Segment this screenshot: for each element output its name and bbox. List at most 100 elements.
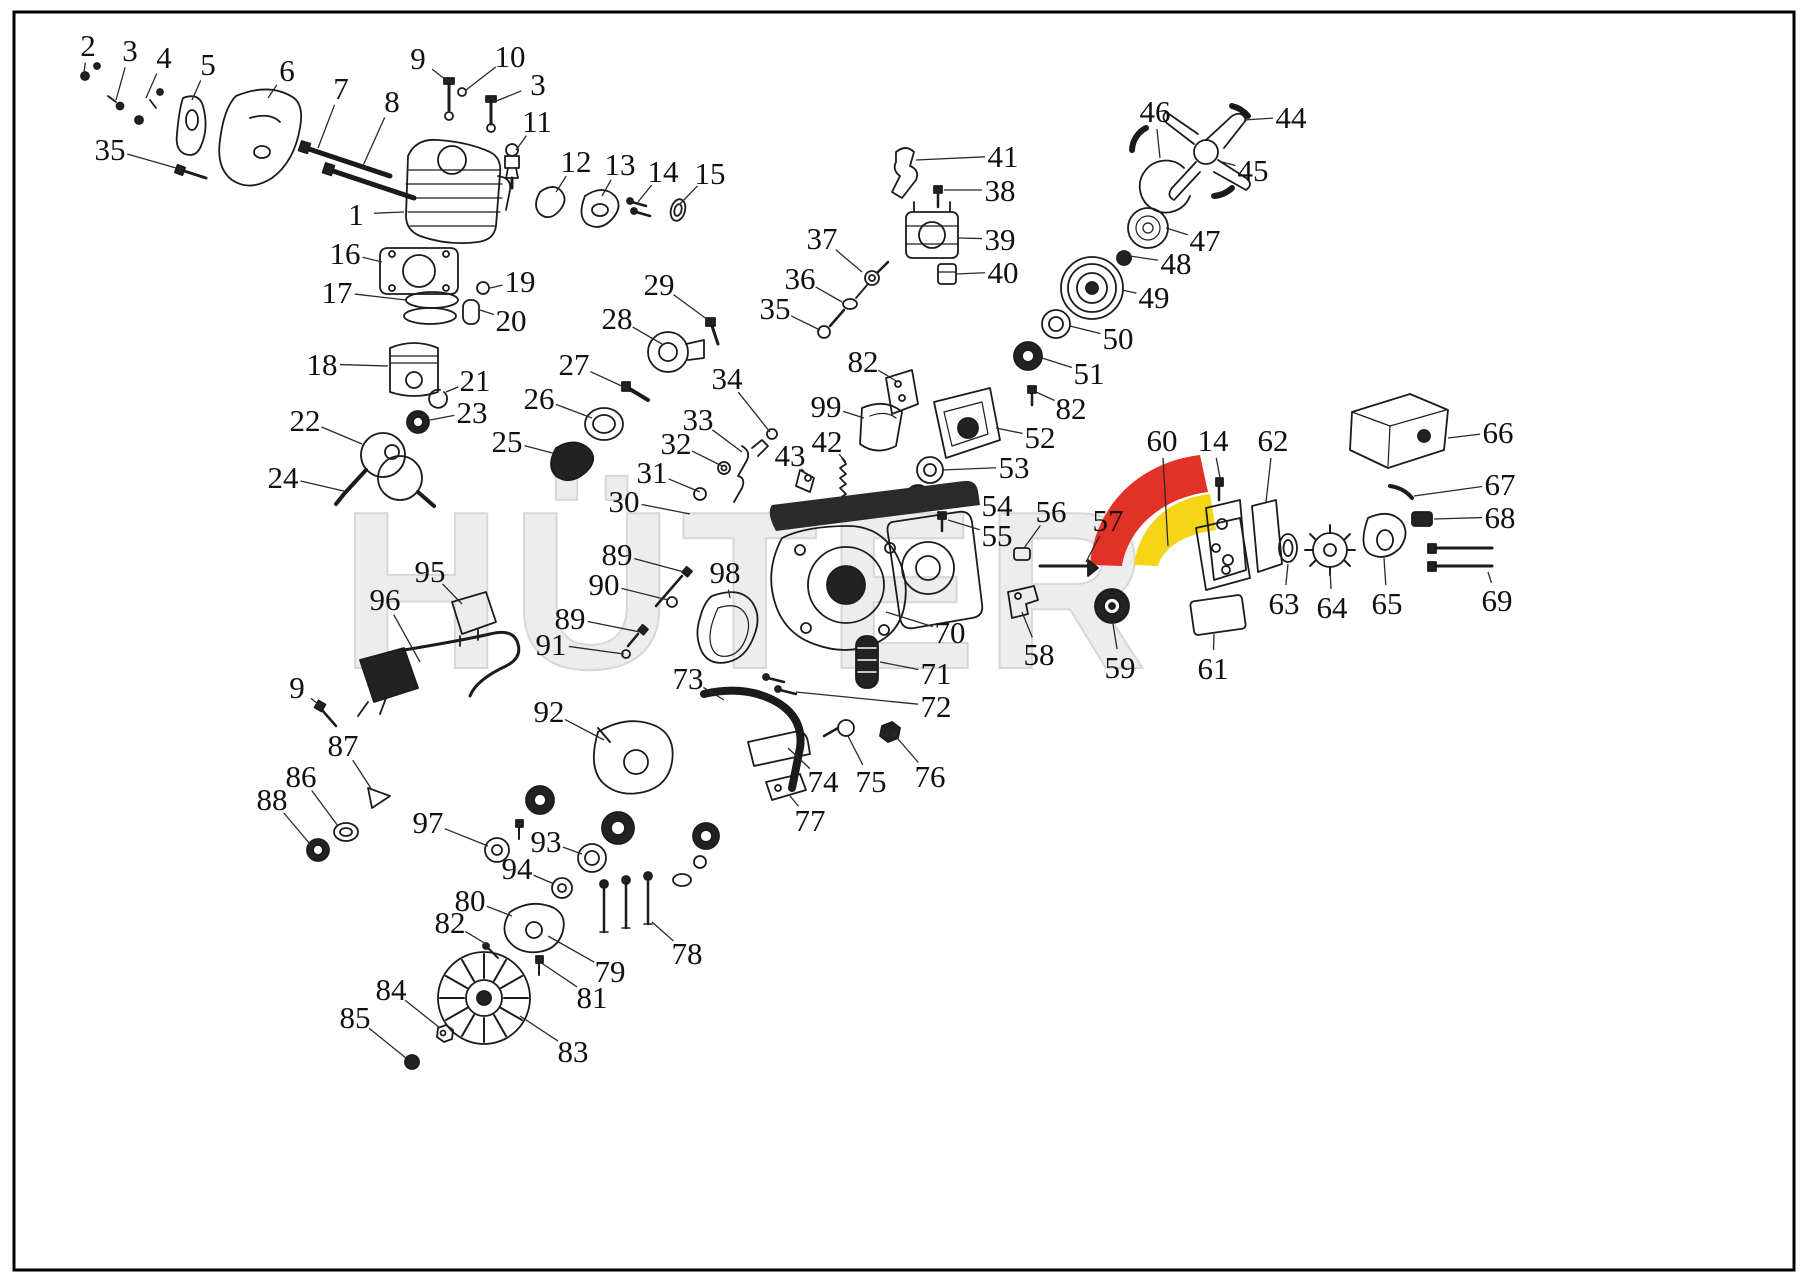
- logo-yellow-arc: [1134, 494, 1216, 566]
- part-label-73: 73: [673, 661, 704, 696]
- leader-line-11: [515, 135, 527, 151]
- leader-line-69: [1487, 571, 1493, 584]
- part-label-86: 86: [286, 759, 317, 794]
- part-lever-43: [795, 469, 815, 493]
- part-label-5: 5: [200, 47, 216, 82]
- leader-line-21: [445, 386, 459, 393]
- leader-line-60: [1162, 457, 1169, 547]
- leader-line-62: [1265, 457, 1272, 503]
- part-label-2: 2: [80, 28, 96, 63]
- part-linkage-35-37: [817, 260, 890, 339]
- part-screw-9b: [313, 699, 338, 728]
- part-sprocket-59: [1094, 588, 1130, 624]
- part-label-87: 87: [328, 728, 359, 763]
- leader-line-47: [1165, 227, 1188, 236]
- leader-line-94: [533, 874, 555, 885]
- part-label-26: 26: [524, 381, 555, 416]
- leader-line-10: [465, 66, 497, 91]
- leader-line-95: [442, 583, 463, 605]
- part-ring-26: [584, 407, 624, 441]
- leader-line-23: [429, 414, 455, 421]
- leader-line-28: [632, 326, 663, 345]
- part-circlip-21: [428, 388, 448, 409]
- leader-line-25: [524, 444, 557, 455]
- part-label-61: 61: [1198, 651, 1229, 686]
- part-label-14: 14: [648, 154, 680, 189]
- part-plates-60-61: [1189, 517, 1251, 636]
- part-bracket-58: [1007, 585, 1039, 619]
- leader-line-58: [1021, 611, 1033, 638]
- part-screw-82b: [1027, 385, 1037, 407]
- part-label-93: 93: [531, 824, 562, 859]
- leader-line-80: [486, 905, 513, 917]
- part-label-25: 25: [492, 424, 523, 459]
- part-label-11: 11: [522, 104, 552, 139]
- leader-line-43: [801, 468, 807, 475]
- leader-line-65: [1383, 557, 1387, 586]
- part-spacer-28: [647, 331, 705, 373]
- part-label-45: 45: [1238, 153, 1269, 188]
- leader-line-16: [362, 256, 383, 263]
- part-label-14: 14: [1198, 423, 1230, 458]
- leader-line-54: [929, 496, 980, 504]
- part-plate-82: [885, 369, 919, 415]
- part-label-49: 49: [1139, 280, 1170, 315]
- part-label-35: 35: [95, 132, 126, 167]
- leader-line-37: [835, 249, 863, 273]
- part-label-15: 15: [695, 156, 726, 191]
- part-washer-86: [333, 822, 359, 842]
- part-screw-29: [705, 317, 720, 346]
- part-label-78: 78: [672, 936, 703, 971]
- leader-line-17: [354, 293, 407, 301]
- part-label-37: 37: [807, 221, 838, 256]
- part-grommet-68: [1411, 511, 1433, 527]
- part-label-91: 91: [536, 627, 567, 662]
- part-label-54: 54: [982, 488, 1014, 523]
- part-fan-64: [1304, 524, 1356, 576]
- part-label-39: 39: [985, 222, 1016, 257]
- leader-line-98: [727, 589, 731, 599]
- part-bracket-14-62: [1205, 477, 1283, 581]
- part-label-32: 32: [661, 426, 692, 461]
- part-gasket-12: [535, 186, 566, 219]
- leader-line-73: [703, 686, 725, 701]
- part-label-17: 17: [322, 275, 353, 310]
- part-tank-66: [1349, 393, 1449, 469]
- part-label-57: 57: [1093, 503, 1124, 538]
- leader-line-66: [1447, 433, 1481, 439]
- part-label-74: 74: [808, 764, 840, 799]
- leader-line-81: [539, 961, 578, 988]
- leader-line-97: [444, 828, 489, 847]
- leader-line-40: [955, 272, 986, 275]
- part-seal-51: [1013, 341, 1043, 371]
- part-pin-56-rod-57: [1013, 547, 1099, 577]
- part-label-28: 28: [602, 301, 633, 336]
- part-label-97: 97: [413, 805, 444, 840]
- part-label-77: 77: [795, 803, 826, 838]
- part-label-53: 53: [999, 450, 1030, 485]
- part-label-35: 35: [760, 291, 791, 326]
- leader-line-83: [519, 1015, 559, 1042]
- part-label-18: 18: [307, 347, 338, 382]
- leader-line-36: [815, 286, 843, 303]
- part-label-4: 4: [156, 40, 172, 75]
- leader-line-3: [493, 90, 522, 103]
- leader-line-14: [1215, 457, 1221, 479]
- leader-line-96: [393, 614, 421, 663]
- part-label-60: 60: [1147, 423, 1178, 458]
- leader-line-1: [373, 211, 405, 214]
- part-nut-84: [436, 1024, 454, 1043]
- part-label-67: 67: [1485, 467, 1516, 502]
- part-label-8: 8: [384, 84, 400, 119]
- part-cup-65: [1362, 512, 1407, 558]
- leader-line-42: [838, 453, 847, 463]
- leader-line-93: [562, 846, 583, 855]
- part-label-64: 64: [1317, 590, 1349, 625]
- part-label-30: 30: [609, 484, 640, 519]
- leader-line-74: [787, 747, 811, 770]
- part-flange-13: [580, 189, 620, 228]
- part-label-36: 36: [785, 261, 816, 296]
- leader-line-39: [957, 237, 983, 240]
- part-label-89: 89: [555, 601, 586, 636]
